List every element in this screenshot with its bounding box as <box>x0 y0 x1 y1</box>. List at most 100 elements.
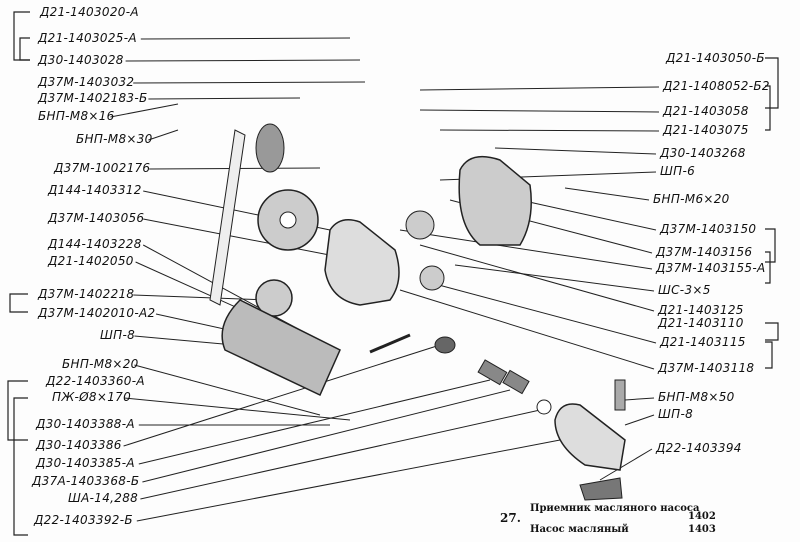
leader-line <box>419 244 655 312</box>
bracket <box>13 11 30 61</box>
part-label-left: Д144-1403228 <box>48 237 142 251</box>
leader-line <box>419 86 660 91</box>
part-label-right: Д37М-1403150 <box>660 222 757 236</box>
part-label-left: ША-14,288 <box>68 491 139 505</box>
part-label-right: Д21-1403125 <box>658 303 744 317</box>
leader-line <box>439 129 660 132</box>
part-label-left: ПЖ-Ø8×170 <box>52 390 132 404</box>
part-label-left: БНП-М8×30 <box>76 132 153 146</box>
intake-gasket <box>255 123 285 173</box>
part-label-right: БНП-М8×50 <box>658 390 735 404</box>
caption-title-2: Насос масляный <box>530 524 629 535</box>
part-label-left: Д30-1403386 <box>36 438 122 452</box>
part-label-right: Д21-1403050-Б <box>666 51 765 65</box>
part-label-left: Д144-1403312 <box>48 183 142 197</box>
leader-line <box>134 364 321 416</box>
part-label-right: ШП-6 <box>660 164 696 178</box>
valve-plug <box>434 336 456 354</box>
part-label-left: Д21-1402050 <box>48 254 134 268</box>
leader-line <box>419 279 657 344</box>
leader-line <box>624 414 655 426</box>
leader-line <box>142 389 511 483</box>
gasket <box>579 477 623 501</box>
part-label-right: Д37М-1403156 <box>656 245 753 259</box>
leader-line <box>494 147 657 155</box>
bracket <box>765 251 771 284</box>
part-label-left: Д21-1403025-А <box>38 31 137 45</box>
part-label-left: Д22-1403360-А <box>46 374 145 388</box>
leader-line <box>454 264 655 292</box>
leader-line <box>564 187 650 201</box>
bracket <box>765 322 779 341</box>
cotter-pin <box>369 333 411 354</box>
part-label-left: Д37М-1402010-А2 <box>38 306 156 320</box>
leader-line <box>599 448 653 481</box>
bracket <box>765 85 771 131</box>
part-label-left: Д37М-1402218 <box>38 287 135 301</box>
intake-pipe <box>209 129 246 306</box>
part-label-right: Д21-1403115 <box>660 335 746 349</box>
part-label-left: ШП-8 <box>100 328 136 342</box>
part-label-left: Д30-1403388-А <box>36 417 135 431</box>
leader-line <box>124 397 351 421</box>
part-label-left: БНП-М8×16 <box>38 109 115 123</box>
leader-line <box>399 229 653 270</box>
part-label-left: Д22-1403392-Б <box>34 513 133 527</box>
part-label-right: Д37М-1403118 <box>658 361 755 375</box>
pump-cover <box>458 155 532 246</box>
caption-code-2: 1403 <box>688 524 716 535</box>
leader-line <box>419 109 660 113</box>
leader-line <box>140 37 351 40</box>
bracket <box>7 380 28 441</box>
leader-line <box>110 103 179 118</box>
spring <box>502 369 530 395</box>
leader-line <box>143 218 346 259</box>
bracket <box>765 341 773 369</box>
part-label-left: Д30-1403028 <box>38 53 124 67</box>
part-label-left: Д37А-1403368-Б <box>32 474 140 488</box>
part-label-right: Д22-1403394 <box>656 441 742 455</box>
valve-ball <box>536 399 552 415</box>
part-label-right: Д30-1403268 <box>660 146 746 160</box>
part-label-left: Д37М-1402183-Б <box>38 91 148 105</box>
part-label-left: Д30-1403385-А <box>36 456 135 470</box>
bracket <box>13 397 28 536</box>
part-label-right: Д37М-1403155-А <box>656 261 766 275</box>
leader-line <box>148 129 179 141</box>
part-label-right: ШС-3×5 <box>658 283 711 297</box>
drive-gear <box>405 210 435 240</box>
part-label-left: Д37М-1002176 <box>54 161 151 175</box>
idler-gear <box>419 265 445 291</box>
part-label-left: БНП-М8×20 <box>62 357 139 371</box>
leader-line <box>133 294 271 301</box>
leader-line <box>138 379 491 465</box>
gear-hub <box>279 211 297 229</box>
leader-line <box>136 439 561 522</box>
leader-line <box>140 409 541 500</box>
part-label-right: БНП-М6×20 <box>653 192 730 206</box>
part-label-right: Д21-1403075 <box>663 123 749 137</box>
part-label-left: Д37М-1403056 <box>48 211 145 225</box>
bracket <box>19 37 30 61</box>
figure-number: 27. <box>500 511 521 525</box>
leader-line <box>519 199 657 231</box>
part-label-right: Д21-1403110 <box>658 316 744 330</box>
small-gear <box>255 279 293 317</box>
part-label-right: Д21-1403058 <box>663 104 749 118</box>
oil-intake-screen <box>221 299 341 397</box>
valve-body <box>554 403 626 471</box>
bracket <box>765 57 779 109</box>
leader-line <box>123 344 441 447</box>
valve-spring <box>477 359 508 386</box>
part-label-left: Д21-1403020-А <box>40 5 139 19</box>
bolt <box>614 379 626 411</box>
leader-line <box>125 59 361 62</box>
leader-line <box>624 397 655 401</box>
leader-line <box>148 97 301 100</box>
caption-code-1: 1402 <box>688 511 716 522</box>
part-label-left: Д37М-1403032 <box>38 75 135 89</box>
leader-line <box>399 289 655 370</box>
part-label-right: ШП-8 <box>658 407 694 421</box>
